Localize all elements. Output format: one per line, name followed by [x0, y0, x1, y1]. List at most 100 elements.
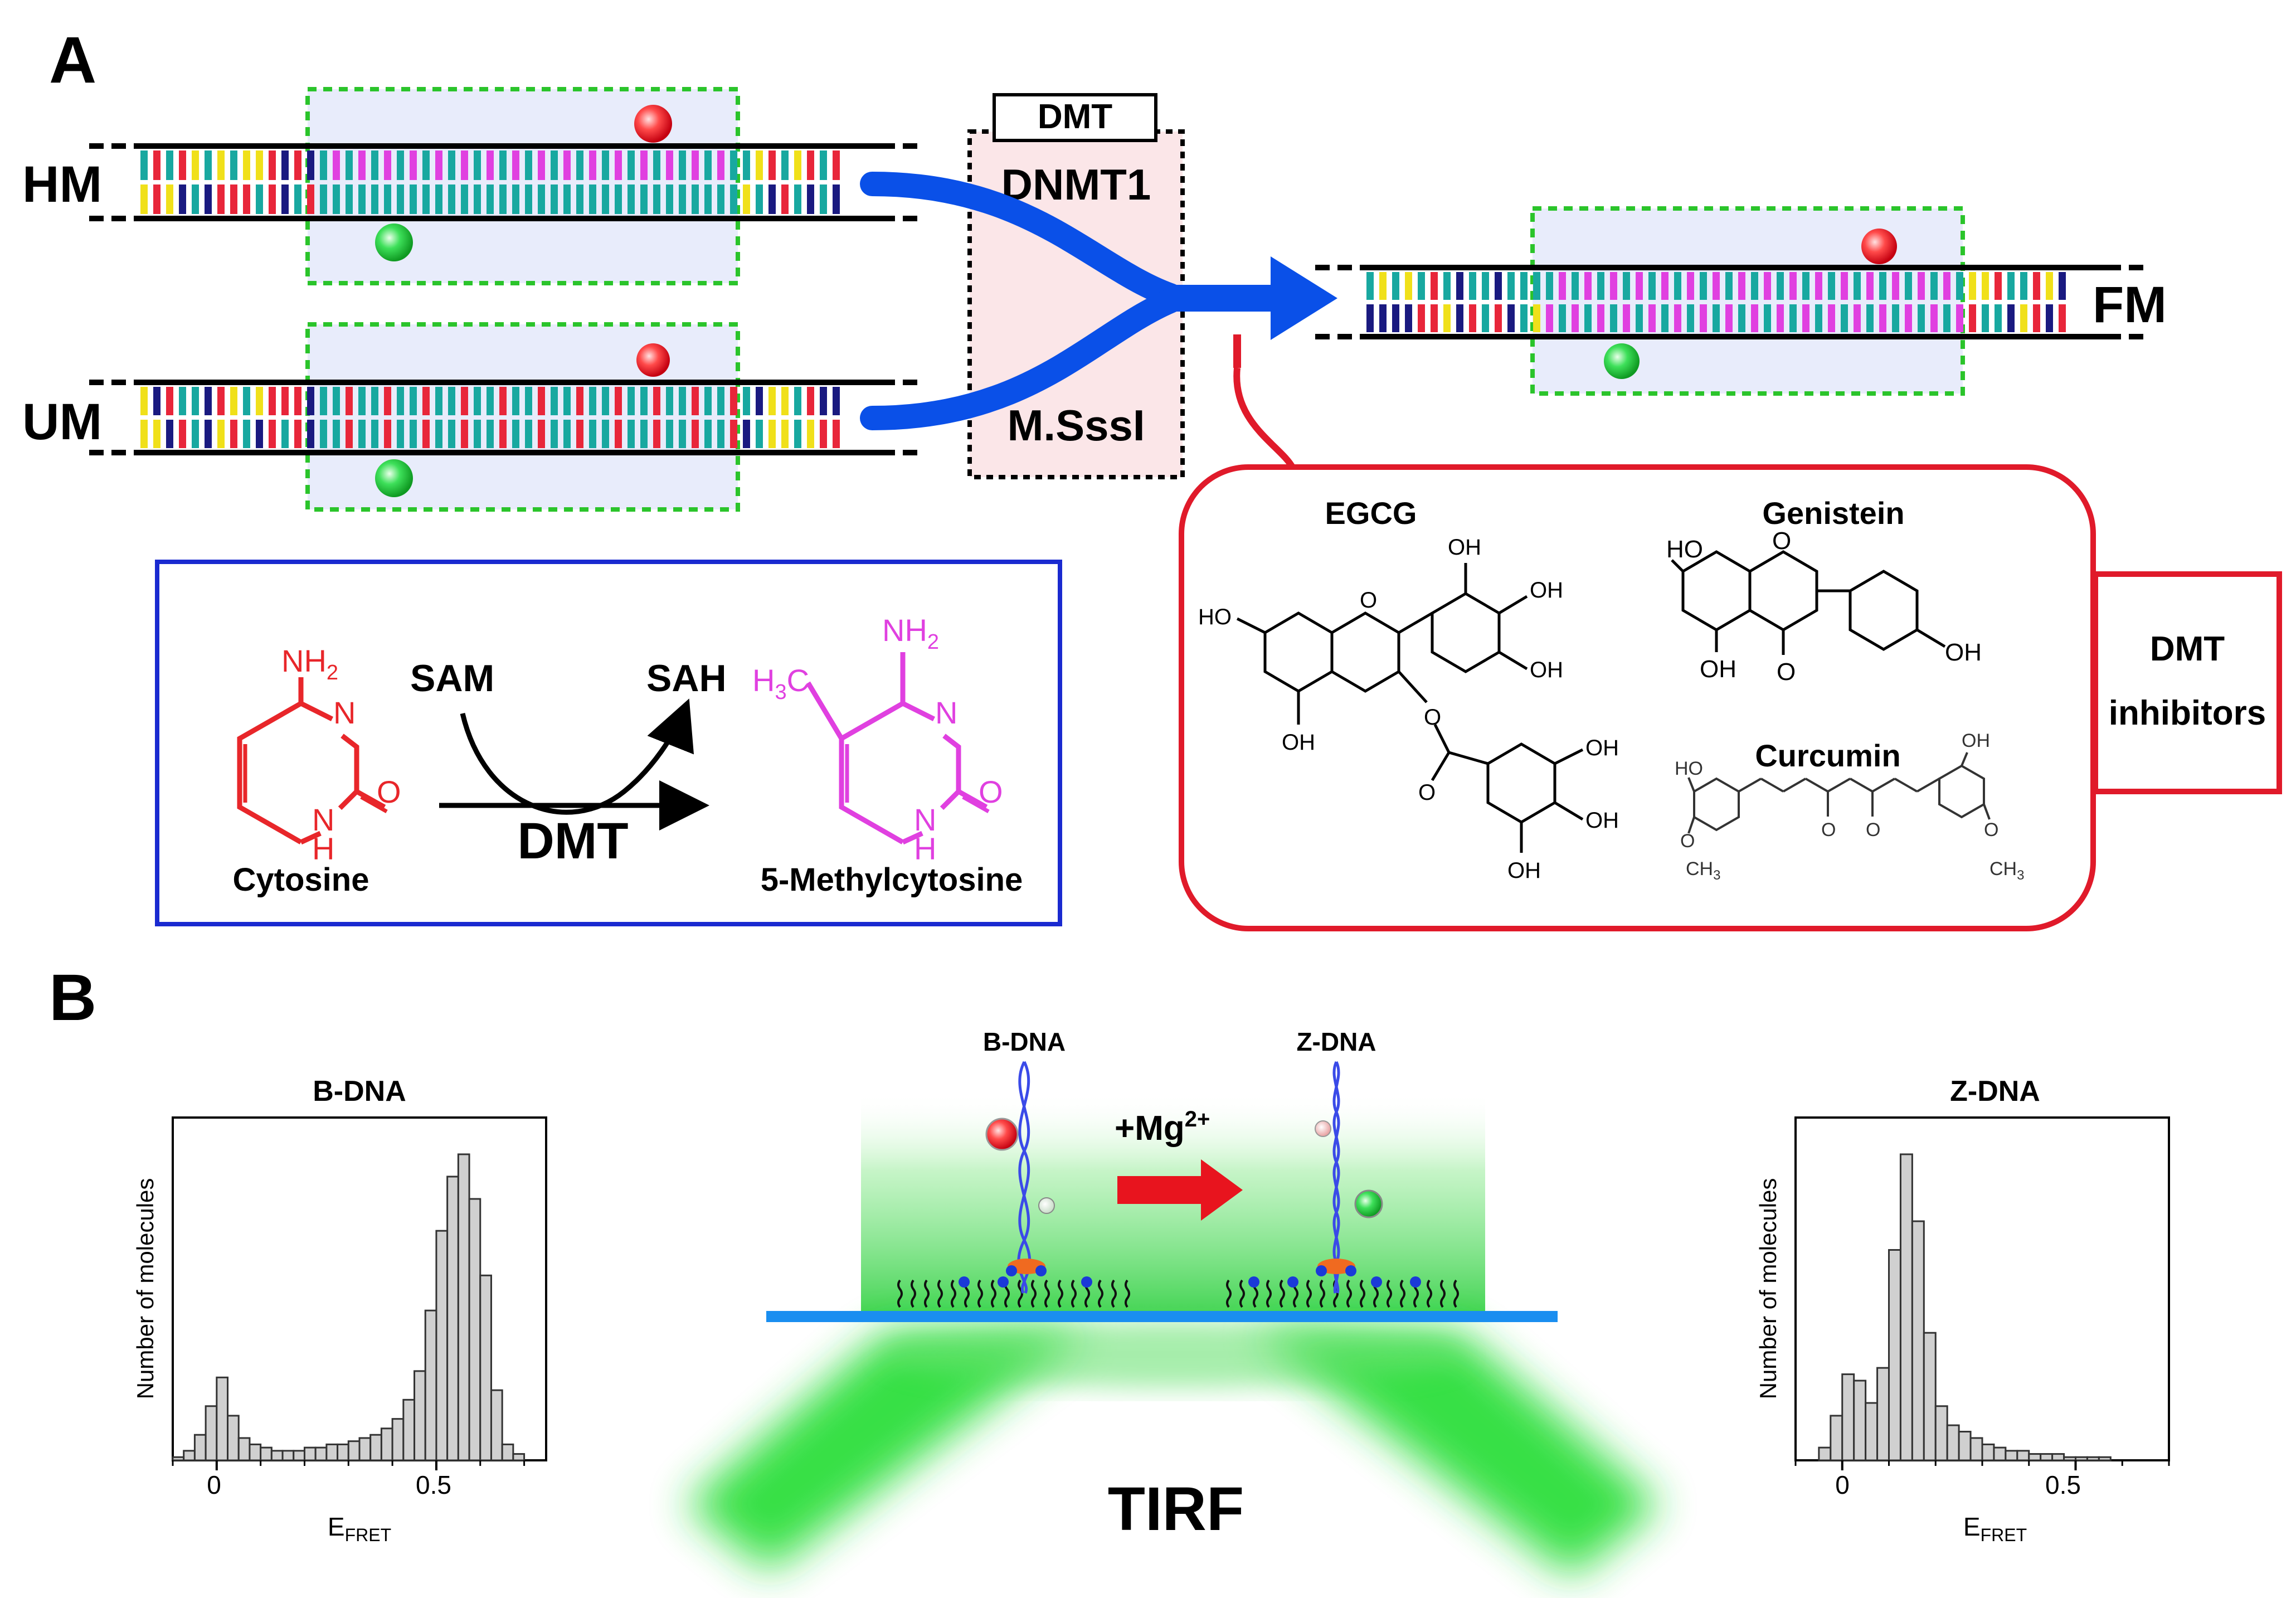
- base-bar: [474, 420, 481, 448]
- base-bar: [1982, 304, 1989, 332]
- z-dna-hist-title: Z-DNA: [1950, 1075, 2040, 1108]
- z-dna-hist-tick-0: 0: [1835, 1470, 1850, 1499]
- reaction-enzyme-label: DMT: [517, 813, 628, 870]
- z-dna-hist-bar: [1911, 1220, 1925, 1461]
- base-bar: [499, 387, 507, 415]
- egcg-oh-right2: OH: [1530, 658, 1563, 682]
- base-bar: [1661, 304, 1669, 332]
- base-bar: [281, 150, 289, 180]
- peg-strand: [1098, 1279, 1103, 1308]
- mg-label: +Mg2+: [1115, 1107, 1210, 1148]
- base-bar: [794, 420, 801, 448]
- peg-strand: [1453, 1279, 1459, 1308]
- dnmt1-label: DNMT1: [1001, 160, 1151, 209]
- base-bar: [1648, 304, 1656, 332]
- egcg-ring-o: O: [1360, 588, 1377, 613]
- base-bar: [627, 387, 635, 415]
- z-dna-hist-bar: [2098, 1456, 2112, 1461]
- b-dna-hist-bar: [512, 1453, 526, 1461]
- base-bar: [1597, 272, 1604, 300]
- base-bar: [307, 387, 314, 415]
- base-bar: [807, 184, 814, 214]
- base-bar: [576, 150, 583, 180]
- base-bar: [1507, 272, 1515, 300]
- base-bar: [333, 387, 340, 415]
- methylcytosine-ring-h: H: [914, 831, 936, 866]
- peg-brush-left: [897, 1276, 1130, 1308]
- base-bar: [768, 420, 776, 448]
- peg-strand: [1346, 1279, 1352, 1308]
- base-bar: [615, 420, 622, 448]
- base-bar: [307, 184, 314, 214]
- base-bar: [461, 420, 468, 448]
- base-bar: [551, 184, 558, 214]
- base-bar: [1443, 304, 1451, 332]
- um-label: UM: [22, 394, 102, 450]
- base-bar: [627, 420, 635, 448]
- base-bar: [692, 387, 699, 415]
- curcumin-ho: HO: [1675, 758, 1703, 779]
- base-bar: [538, 150, 545, 180]
- base-bar: [1764, 304, 1771, 332]
- peg-strand: [1280, 1279, 1285, 1308]
- base-bar: [1572, 304, 1579, 332]
- curcumin-ch3-left: CH3: [1686, 858, 1720, 883]
- base-bar: [807, 387, 814, 415]
- base-bar: [704, 150, 712, 180]
- fm-base-pairs: [1366, 272, 2066, 332]
- z-dna-hist-bar: [1830, 1415, 1843, 1461]
- base-bar: [538, 387, 545, 415]
- base-bar: [487, 184, 494, 214]
- base-bar: [807, 150, 814, 180]
- base-bar: [179, 387, 186, 415]
- base-bar: [512, 387, 519, 415]
- base-bar: [1520, 304, 1528, 332]
- peg-strand: [1360, 1279, 1365, 1308]
- msssi-label: M.SssI: [1007, 401, 1145, 450]
- base-bar: [2059, 272, 2066, 300]
- base-bar: [320, 387, 327, 415]
- z-dna-hist-bar: [1946, 1424, 1960, 1461]
- base-bar: [820, 420, 827, 448]
- base-bar: [512, 420, 519, 448]
- base-bar: [230, 150, 237, 180]
- b-dna-hist-bar: [337, 1443, 349, 1461]
- base-bar: [461, 150, 468, 180]
- base-bar: [1636, 272, 1643, 300]
- base-bar: [820, 150, 827, 180]
- base-bar: [666, 420, 673, 448]
- um-base-pairs: [140, 387, 840, 448]
- b-dna-hist-ylabel: Number of molecules: [132, 1178, 158, 1400]
- um-duplex: UM: [22, 322, 925, 512]
- b-dna-hist-bar: [468, 1198, 481, 1461]
- base-bar: [794, 184, 801, 214]
- base-bar: [1764, 272, 1771, 300]
- base-bar: [256, 184, 263, 214]
- base-bar: [474, 150, 481, 180]
- base-bar: [1546, 272, 1553, 300]
- base-bar: [794, 387, 801, 415]
- base-bar: [1828, 304, 1835, 332]
- base-bar: [627, 150, 635, 180]
- base-bar: [704, 420, 712, 448]
- base-bar: [1405, 304, 1412, 332]
- base-bar: [192, 184, 199, 214]
- biotin-dot: [1248, 1276, 1259, 1288]
- fm-acceptor-dye: [1861, 229, 1897, 264]
- base-bar: [1392, 304, 1399, 332]
- base-bar: [563, 387, 571, 415]
- base-bar: [1495, 304, 1502, 332]
- methyl-group: H3C: [752, 663, 809, 704]
- z-dna-hist-bar: [1899, 1153, 1913, 1461]
- base-bar: [346, 420, 353, 448]
- base-bar: [1405, 272, 1412, 300]
- base-bar: [640, 150, 648, 180]
- fm-label: FM: [2093, 276, 2167, 333]
- base-bar: [1866, 304, 1874, 332]
- base-bar: [756, 387, 763, 415]
- b-dna-hist-bar: [281, 1450, 295, 1461]
- base-bar: [1533, 272, 1540, 300]
- biotin-dot: [959, 1276, 970, 1288]
- base-bar: [1918, 272, 1925, 300]
- base-bar: [397, 184, 404, 214]
